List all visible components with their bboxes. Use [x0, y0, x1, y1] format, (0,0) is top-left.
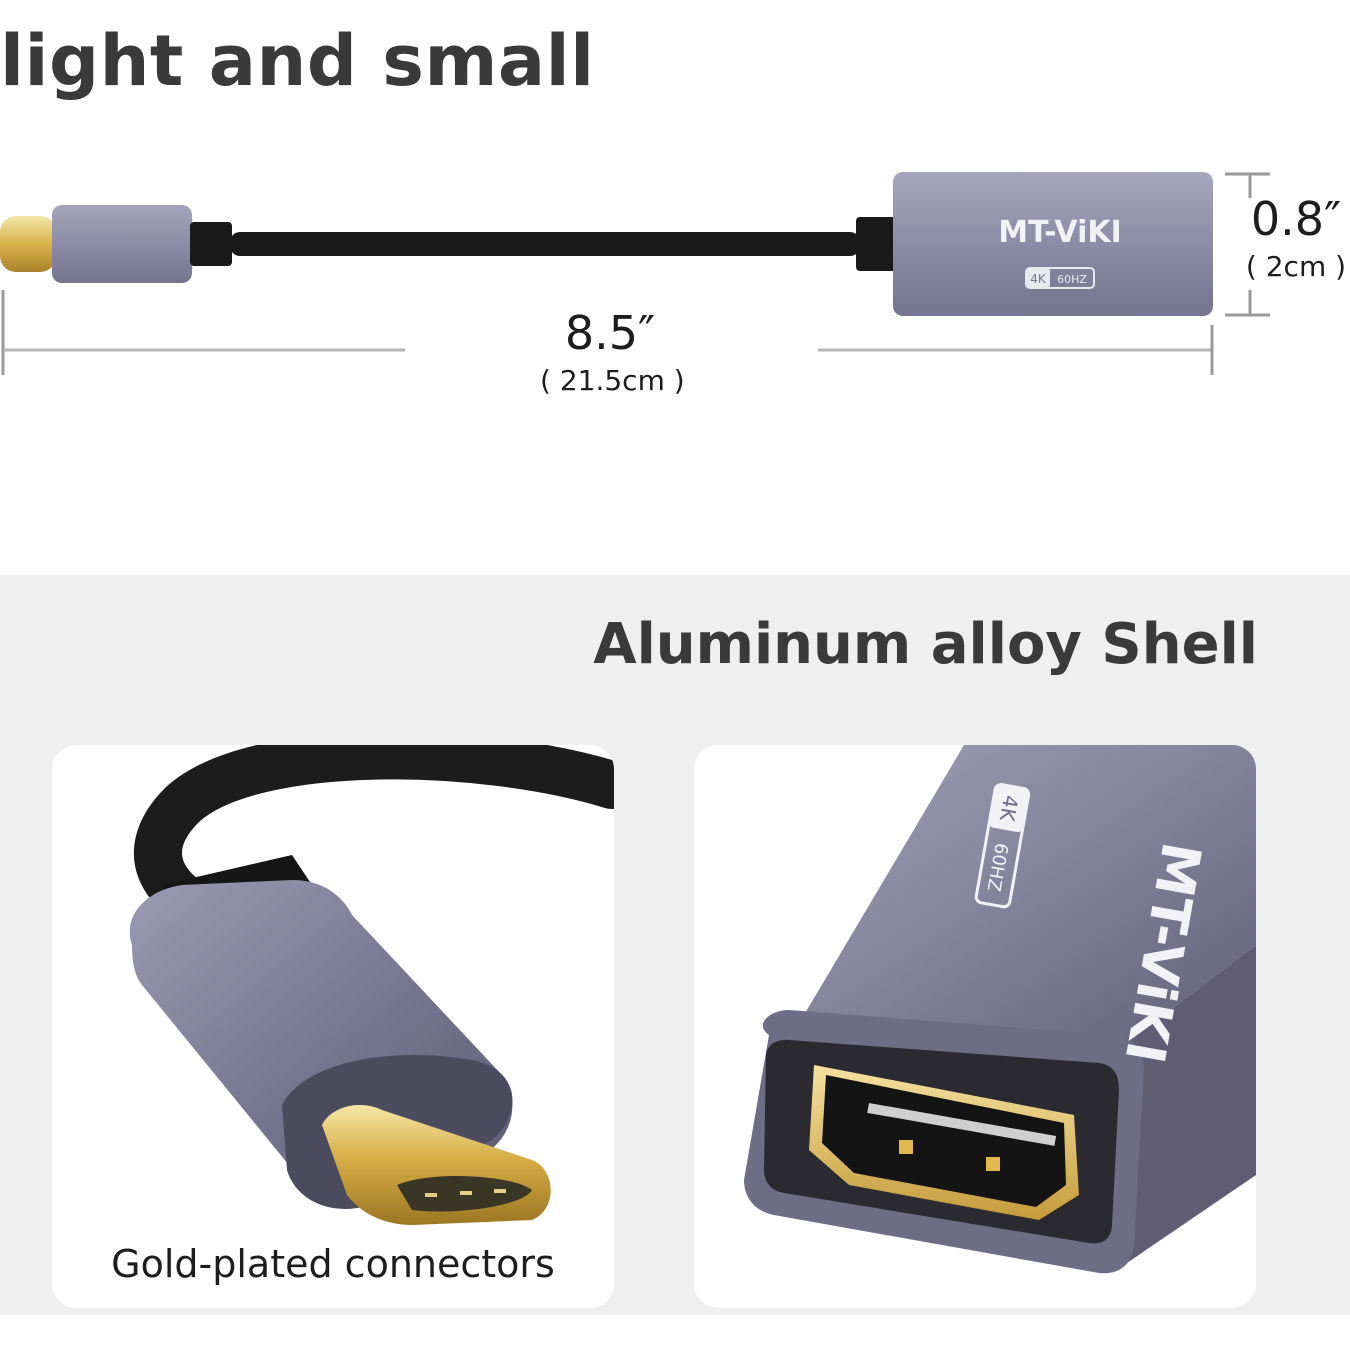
height-metric: ( 2cm ) [1245, 250, 1347, 283]
spec-badge-rotated-fill [989, 784, 1029, 833]
card-usb-c: Gold-plated connectors [52, 745, 614, 1308]
pin [460, 1191, 472, 1195]
spec-badge-rotated [974, 783, 1031, 909]
height-dimension: 0.8″ ( 2cm ) [1242, 196, 1350, 283]
latch-right [986, 1157, 1000, 1171]
card-caption: Gold-plated connectors [111, 1242, 555, 1286]
hdmi-pins [867, 1102, 1057, 1146]
feature-title: Aluminum alloy Shell [593, 612, 1258, 677]
usb-c-shell [52, 205, 192, 283]
hdmi-closeup: MT-ViKI 4K 60HZ [744, 745, 1256, 1274]
hdmi-body [893, 172, 1213, 316]
headline: light and small [0, 20, 595, 102]
usb-c-tip [0, 216, 56, 272]
height-imperial: 0.8″ [1250, 192, 1342, 246]
hdmi-side [1124, 945, 1256, 1265]
usb-c-closeup [129, 745, 614, 1225]
pin [425, 1193, 437, 1197]
strain-relief-left [190, 222, 232, 266]
brand-label: MT-ViKI [998, 215, 1122, 250]
length-imperial: 8.5″ [564, 306, 656, 360]
card-hdmi: MT-ViKI 4K 60HZ [694, 745, 1256, 1308]
badge-hz: 60HZ [1057, 273, 1087, 286]
spec-badge-fill [1026, 268, 1050, 288]
adapter-diagram: MT-ViKI 4K 60HZ 8.5″ ( 21.5cm ) 0.8″ ( 2… [0, 150, 1350, 410]
badge-4k: 4K [1030, 272, 1047, 286]
length-dimension: 8.5″ ( 21.5cm ) [540, 306, 685, 397]
adapter-drawing: MT-ViKI 4K 60HZ [0, 172, 1270, 375]
cable [230, 232, 860, 256]
length-metric: ( 21.5cm ) [540, 364, 685, 397]
latch-left [899, 1140, 913, 1154]
badge-4k-rotated: 4K [995, 793, 1023, 823]
hdmi-top-face [804, 745, 1256, 1045]
pin [494, 1189, 506, 1193]
strain-relief-right [856, 217, 896, 271]
